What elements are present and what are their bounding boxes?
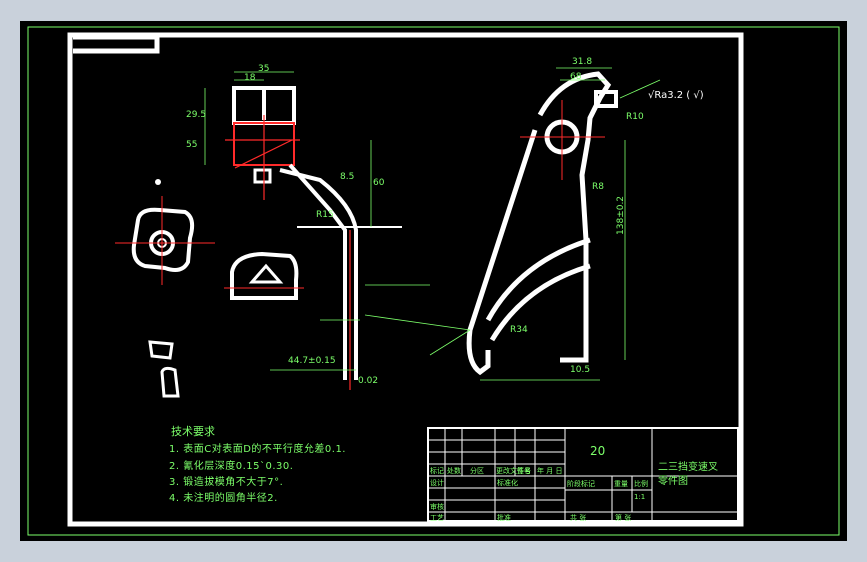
- drawing-canvas: [20, 21, 847, 541]
- tb-approve: 批准: [497, 514, 511, 522]
- tb-sign: 签名: [517, 467, 531, 475]
- dim-68: 68: [570, 72, 582, 82]
- fork-redline: [225, 115, 351, 390]
- part-name: 二三挡变速叉: [658, 462, 718, 473]
- tech-requirement-1: 1. 表面C对表面D的不平行度允差0.1.: [169, 444, 346, 455]
- side-view-hub: [131, 207, 195, 272]
- title-block: [427, 427, 739, 522]
- tb-scale-value: 1:1: [634, 493, 646, 501]
- dim-60: 60: [373, 178, 385, 188]
- dim-r34: R34: [510, 325, 528, 335]
- dim-35: 35: [258, 64, 270, 74]
- datum-mark: [155, 179, 161, 185]
- dim-r15: R15: [316, 210, 334, 220]
- tb-mark: 标记: [430, 467, 444, 475]
- tb-sheet-no: 第 张: [615, 514, 632, 522]
- dim-r10: R10: [626, 112, 644, 122]
- part-drawing-type: 零件图: [658, 476, 688, 487]
- tb-change-doc: 更改文件号: [496, 467, 531, 475]
- surface-roughness-note: √Ra3.2 ( √): [648, 90, 704, 101]
- corner-box: [73, 34, 160, 54]
- tech-requirements-title: 技术要求: [171, 425, 215, 438]
- tb-process: 工艺: [430, 514, 444, 522]
- tb-sheets-total: 共 张: [570, 514, 587, 522]
- inner-border: [67, 32, 744, 527]
- dim-31-8: 31.8: [572, 57, 593, 67]
- tech-requirement-4: 4. 未注明的圆角半径2.: [169, 493, 278, 504]
- dim-8-5: 8.5: [340, 172, 355, 182]
- tech-requirement-2: 2. 氰化层深度0.15`0.30.: [169, 461, 294, 472]
- fork-right-view: [466, 71, 618, 376]
- tb-review: 审核: [430, 503, 444, 511]
- tb-stage: 阶段标记: [567, 480, 595, 488]
- dim-55: 55: [186, 140, 198, 150]
- dim-29-5: 29.5: [186, 110, 207, 120]
- dim-18: 18: [244, 73, 256, 83]
- tb-scale-label: 比例: [634, 480, 648, 488]
- outer-border: [27, 26, 840, 536]
- tb-weight: 重量: [614, 480, 628, 488]
- tb-date: 年 月 日: [537, 467, 563, 475]
- part-number: 20: [590, 444, 606, 458]
- tech-requirement-3: 3. 锻造拔模角不大于7°.: [169, 477, 284, 488]
- tb-standardization: 标准化: [497, 479, 518, 487]
- section-view: [230, 251, 299, 300]
- fork-right-centerlines: [520, 100, 605, 180]
- dim-0-02: 0.02: [358, 376, 379, 386]
- dim-138: 138±0.2: [616, 195, 626, 235]
- dimension-lines: [204, 67, 661, 381]
- tb-count: 处数: [447, 467, 461, 475]
- tb-zone: 分区: [470, 467, 484, 475]
- small-detail-views: [148, 340, 180, 398]
- side-view-centerlines: [115, 196, 215, 285]
- dim-10-5: 10.5: [570, 365, 591, 375]
- fork-elevation: [232, 86, 358, 380]
- tb-designer: 设计: [430, 479, 444, 487]
- dim-44-7: 44.7±0.15: [288, 356, 336, 366]
- dim-r8: R8: [592, 182, 604, 192]
